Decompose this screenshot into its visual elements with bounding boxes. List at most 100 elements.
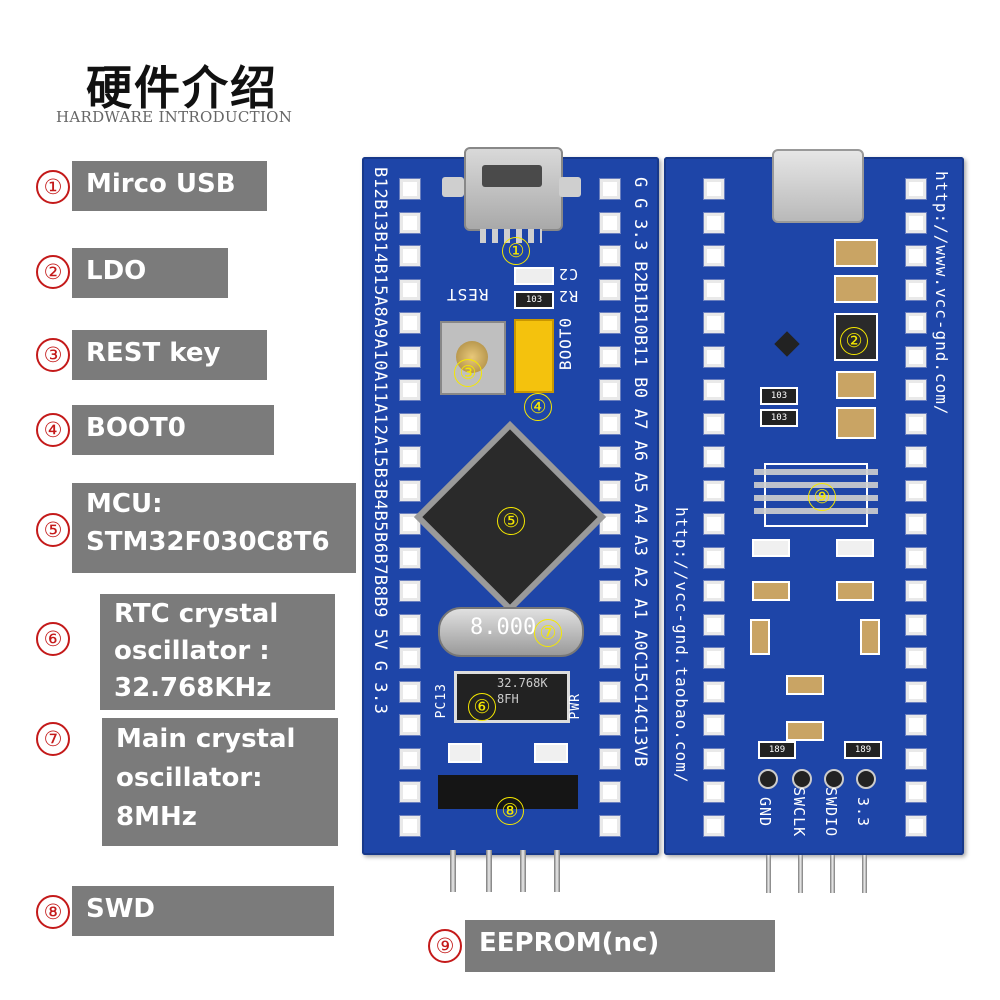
back-right-pin-pad bbox=[906, 313, 926, 333]
back-left-pin-pad bbox=[704, 547, 724, 568]
swd-pad-swclk bbox=[792, 769, 812, 789]
front-left-pin-pad bbox=[400, 514, 420, 534]
front-right-pin-pad bbox=[600, 179, 620, 199]
resistor-r7: 189 bbox=[758, 741, 796, 759]
back-swd-pin-1 bbox=[766, 855, 771, 893]
legend-mcu-line2: STM32F030C8T6 bbox=[86, 527, 330, 557]
label-r2: R2 bbox=[558, 287, 579, 305]
back-right-pin-pad bbox=[906, 413, 926, 434]
page-subtitle: HARDWARE INTRODUCTION bbox=[56, 108, 293, 126]
back-right-pin-pad bbox=[906, 681, 926, 702]
rtc-crystal-text2: 8FH bbox=[497, 692, 519, 706]
front-right-pin-pad bbox=[600, 681, 620, 702]
front-left-pin-pad bbox=[400, 581, 420, 601]
back-left-pin-pad bbox=[704, 581, 724, 601]
front-left-pin-pad bbox=[400, 614, 420, 635]
back-right-pin-pad bbox=[906, 815, 926, 836]
front-right-pin-pad bbox=[600, 514, 620, 534]
back-left-pin-pad bbox=[704, 179, 724, 199]
swd-pin-2 bbox=[486, 850, 492, 892]
label-pwr: PWR bbox=[568, 693, 583, 720]
back-left-pin-pad bbox=[704, 279, 724, 300]
back-right-pin-pad bbox=[906, 514, 926, 534]
front-right-pin-pad bbox=[600, 782, 620, 802]
front-right-pin-pad bbox=[600, 748, 620, 769]
front-left-pin-pad bbox=[400, 648, 420, 668]
back-right-pin-pad bbox=[906, 279, 926, 300]
back-left-pin-pad bbox=[704, 782, 724, 802]
resistor-r6 bbox=[752, 539, 790, 557]
front-right-pin-pad bbox=[600, 614, 620, 635]
marker-eeprom: ⑨ bbox=[808, 483, 836, 511]
back-right-pin-pad bbox=[906, 581, 926, 601]
legend-number-8: ⑧ bbox=[36, 895, 70, 929]
back-left-pin-pad bbox=[704, 380, 724, 400]
url-left: http://vcc-gnd.taobao.com/ bbox=[672, 507, 691, 784]
front-right-pin-pad bbox=[600, 547, 620, 568]
back-swd-pin-3 bbox=[830, 855, 835, 893]
cap-c3 bbox=[836, 581, 874, 601]
label-rest: REST bbox=[446, 285, 489, 304]
front-right-pin-pad bbox=[600, 413, 620, 434]
legend-number-6: ⑥ bbox=[36, 622, 70, 656]
usb-connector bbox=[464, 147, 563, 231]
front-right-pin-pad bbox=[600, 246, 620, 266]
cap-c11 bbox=[752, 581, 790, 601]
board-front: B12B13B14B15A8A9A10A11A12A15B3B4B5B6B7B8… bbox=[362, 147, 659, 855]
front-right-pin-pad bbox=[600, 648, 620, 668]
front-left-pin-labels: B12B13B14B15A8A9A10A11A12A15B3B4B5B6B7B8… bbox=[370, 167, 390, 715]
cap-c14 bbox=[750, 619, 770, 655]
back-left-pin-pad bbox=[704, 715, 724, 735]
front-left-pin-pad bbox=[400, 782, 420, 802]
front-right-pin-pad bbox=[600, 313, 620, 333]
back-left-pin-pad bbox=[704, 748, 724, 769]
back-right-pin-pad bbox=[906, 246, 926, 266]
legend-main-line2: oscillator: bbox=[116, 763, 263, 793]
led-pc13 bbox=[448, 743, 482, 763]
legend-rtc-line2: oscillator : bbox=[114, 636, 270, 666]
back-swd-pin-2 bbox=[798, 855, 803, 893]
resistor-r3: 103 bbox=[760, 409, 798, 427]
marker-reset: ③ bbox=[454, 359, 482, 387]
front-right-pin-pad bbox=[600, 279, 620, 300]
legend-label-swd: SWD bbox=[72, 886, 334, 936]
back-right-pin-pad bbox=[906, 447, 926, 467]
back-left-pin-pad bbox=[704, 514, 724, 534]
marker-ldo: ② bbox=[840, 327, 868, 355]
front-right-pin-pad bbox=[600, 212, 620, 233]
swd-label-swdio: SWDIO bbox=[822, 787, 840, 838]
legend-main-line3: 8MHz bbox=[116, 802, 197, 832]
legend-label-eeprom: EEPROM(nc) bbox=[465, 920, 775, 972]
rtc-crystal-text: 32.768K bbox=[497, 676, 548, 690]
front-left-pin-pad bbox=[400, 212, 420, 233]
cap-c12 bbox=[786, 675, 824, 695]
marker-boot0: ④ bbox=[524, 393, 552, 421]
legend-label-boot0: BOOT0 bbox=[72, 405, 274, 455]
back-left-pin-pad bbox=[704, 246, 724, 266]
front-left-pin-pad bbox=[400, 681, 420, 702]
marker-main-crystal: ⑦ bbox=[534, 619, 562, 647]
led-pwr bbox=[534, 743, 568, 763]
boot0-jumper[interactable] bbox=[514, 319, 554, 393]
swd-label-gnd: GND bbox=[756, 797, 774, 828]
front-right-pin-pad bbox=[600, 447, 620, 467]
back-right-pin-pad bbox=[906, 748, 926, 769]
legend-number-1: ① bbox=[36, 170, 70, 204]
label-pc13: PC13 bbox=[434, 683, 449, 719]
back-right-pin-pad bbox=[906, 715, 926, 735]
legend-number-4: ④ bbox=[36, 413, 70, 447]
front-right-pin-pad bbox=[600, 581, 620, 601]
usb-tab-right bbox=[559, 177, 581, 197]
cap-c15 bbox=[836, 371, 876, 399]
swd-pad-3v3 bbox=[856, 769, 876, 789]
back-left-pin-pad bbox=[704, 413, 724, 434]
legend-number-5: ⑤ bbox=[36, 513, 70, 547]
legend-main-line1: Main crystal bbox=[116, 724, 296, 754]
front-resistor-r2: 103 bbox=[514, 291, 554, 309]
legend-number-9: ⑨ bbox=[428, 929, 462, 963]
front-right-pin-pad bbox=[600, 815, 620, 836]
back-left-pin-pad bbox=[704, 614, 724, 635]
main-crystal: 8.000 bbox=[438, 607, 584, 657]
back-left-pin-pad bbox=[704, 681, 724, 702]
swd-label-3v3: 3.3 bbox=[854, 797, 872, 828]
